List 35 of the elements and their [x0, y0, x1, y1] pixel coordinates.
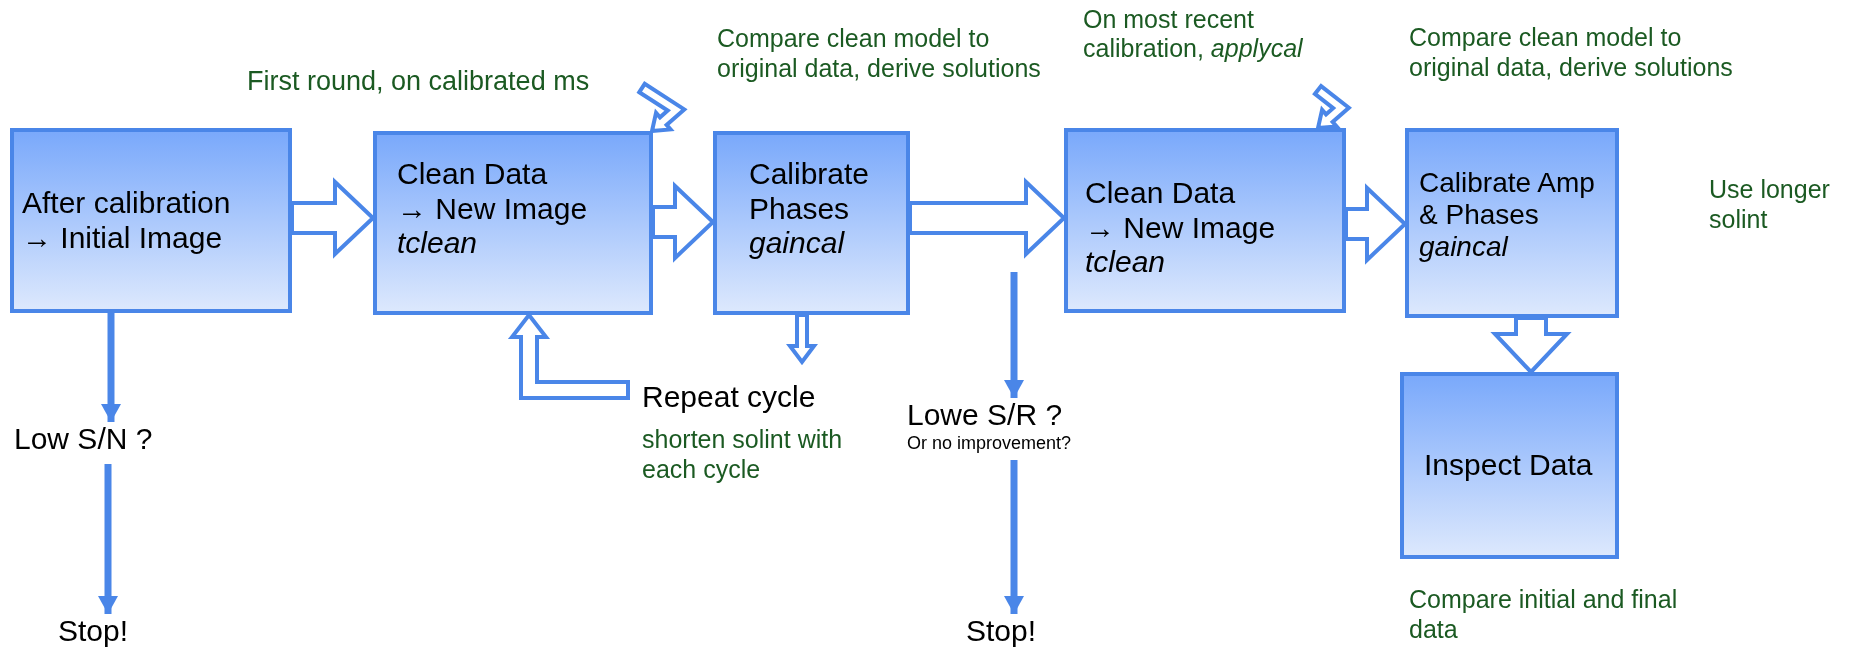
block-arrow	[1344, 183, 1408, 265]
block-arrow	[786, 313, 818, 366]
note-text: Compare clean model to original data, derive solutions	[717, 23, 1042, 83]
note-text: First round, on calibrated ms	[247, 66, 590, 98]
step-label: tclean	[1085, 245, 1166, 280]
step-label: tclean	[397, 226, 478, 261]
step-label: → Initial Image	[22, 220, 223, 255]
note-text: Compare clean model to original data, derive solutions	[1409, 22, 1734, 82]
note-text: On most recent calibration, applycal	[1083, 5, 1304, 63]
block-arrow	[290, 177, 376, 259]
process-box	[10, 128, 292, 313]
step-label: Clean Data	[397, 157, 548, 192]
block-arrow	[651, 181, 716, 263]
block-arrow	[1490, 316, 1572, 375]
step-label: → New Image	[1085, 210, 1276, 245]
step-label: → New Image	[397, 191, 588, 226]
block-arrow	[1312, 83, 1352, 131]
step-label: Clean Data	[1085, 176, 1236, 211]
step-label: gaincal	[1419, 231, 1508, 264]
step-label: gaincal	[749, 226, 845, 261]
note-text: Compare initial and final data	[1409, 584, 1679, 644]
block-arrow	[636, 81, 688, 134]
decision-text: Stop!	[966, 614, 1037, 649]
decision-text: Stop!	[58, 614, 129, 649]
decision-text: Low S/N ?	[14, 422, 153, 457]
note-text: Use longer solint	[1709, 174, 1831, 234]
note-text: shorten solint with each cycle	[642, 424, 844, 484]
decision-text: Lowe S/R ?	[907, 398, 1063, 433]
step-label: After calibration	[22, 186, 231, 221]
process-box	[1064, 128, 1346, 313]
decision-text: Or no improvement?	[907, 432, 1072, 454]
block-arrow	[908, 177, 1067, 259]
step-label: Inspect Data	[1424, 448, 1593, 483]
process-box	[373, 131, 653, 315]
decision-text: Repeat cycle	[642, 380, 816, 415]
